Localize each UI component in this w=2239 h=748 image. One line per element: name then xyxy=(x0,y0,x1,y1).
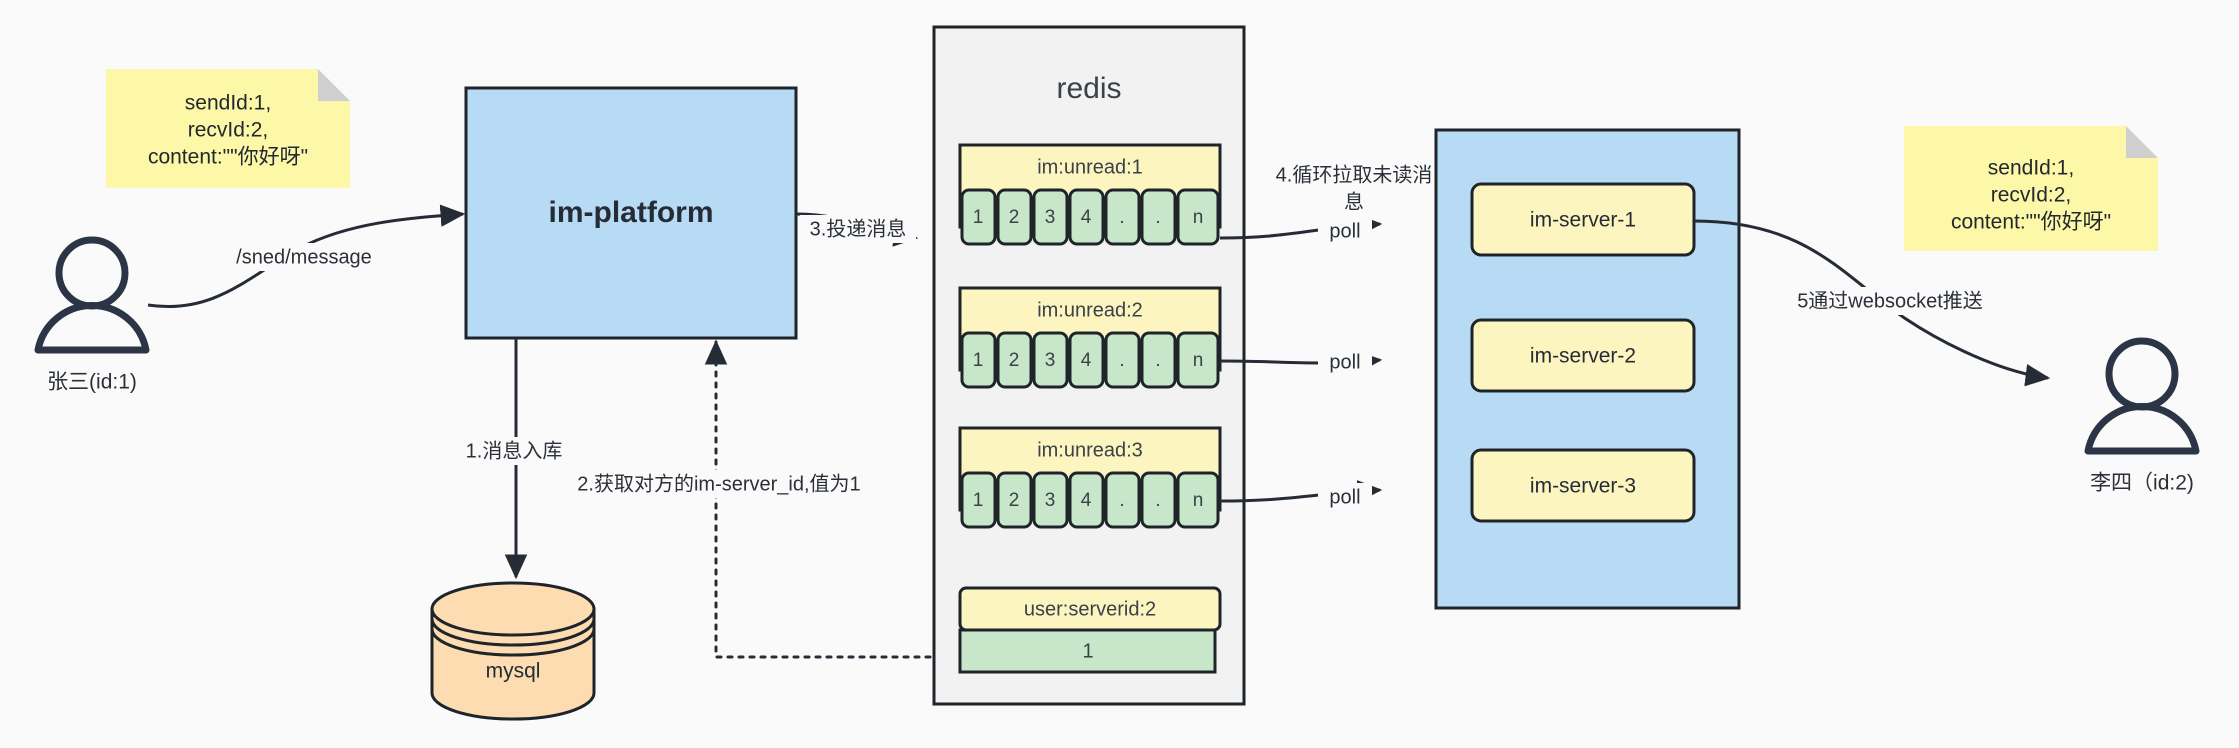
note-left-line2: recvId:2, xyxy=(188,119,269,142)
redis-cell-1-1: 2 xyxy=(1009,350,1020,371)
redis-cell-0-4: . xyxy=(1119,207,1124,228)
redis-cell-0-5: . xyxy=(1155,207,1160,228)
mysql-top xyxy=(430,581,596,637)
person-icon-body xyxy=(2084,403,2200,455)
redis-cell-2-2: 3 xyxy=(1045,490,1056,511)
edge-label-step3: 3.投递消息 xyxy=(810,217,907,240)
edge-label-bg xyxy=(1318,217,1372,245)
node-im-server-3[interactable]: im-server-3 xyxy=(1470,448,1696,523)
person-icon-head xyxy=(2105,337,2179,411)
edge-label-poll-1: poll xyxy=(1329,220,1360,242)
edge-label-step1: 1.消息入库 xyxy=(466,439,563,462)
im-server-2-box xyxy=(1470,318,1696,393)
redis-cells-1: 1 2 3 4 . . n xyxy=(960,331,1220,389)
node-im-server-2[interactable]: im-server-2 xyxy=(1470,318,1696,393)
im-server-2-label: im-server-2 xyxy=(1530,345,1636,368)
redis-cell-1-2: 3 xyxy=(1045,350,1056,371)
redis-kv-key-label: user:serverid:2 xyxy=(1024,598,1156,620)
redis-kv-value-box xyxy=(958,628,1217,674)
im-server-3-box xyxy=(1470,448,1696,523)
note-left-line1: sendId:1, xyxy=(185,92,271,115)
mysql-label: mysql xyxy=(486,660,541,683)
im-server-3-label: im-server-3 xyxy=(1530,475,1636,498)
edge-label-send-message: /sned/message xyxy=(236,246,372,268)
redis-key-label-0: im:unread:1 xyxy=(1037,156,1143,178)
node-im-server-1[interactable]: im-server-1 xyxy=(1470,182,1696,257)
redis-cell-1-4: . xyxy=(1119,350,1124,371)
actor-sender-label: 张三(id:1) xyxy=(47,371,137,394)
redis-key-label-2: im:unread:3 xyxy=(1037,439,1143,461)
node-server-group[interactable]: im-server-1 im-server-2 im-server-3 xyxy=(1434,128,1741,610)
redis-cells-2: 1 2 3 4 . . n xyxy=(960,471,1220,529)
edge-label-poll-2: poll xyxy=(1329,351,1360,373)
node-redis[interactable]: redis im:unread:1 1 2 3 4 . . n xyxy=(932,25,1246,706)
redis-key-block-1[interactable]: im:unread:2 1 2 3 4 . . n xyxy=(958,286,1222,389)
edge-label-bg xyxy=(1318,483,1372,511)
edge-label-step5: 5通过websocket推送 xyxy=(1797,289,1983,312)
redis-cell-0-6: n xyxy=(1193,207,1204,228)
redis-cell-2-3: 4 xyxy=(1081,490,1092,511)
note-right-line1: sendId:1, xyxy=(1988,157,2074,180)
redis-kv-value-label: 1 xyxy=(1082,640,1093,662)
edge-label-bg xyxy=(1786,287,1994,315)
edge-label-bg xyxy=(800,215,916,243)
person-icon-body xyxy=(34,302,150,354)
redis-cell-2-5: . xyxy=(1155,490,1160,511)
edge-get-server-id xyxy=(704,339,954,659)
im-server-1-label: im-server-1 xyxy=(1530,209,1636,232)
redis-cell-1-3: 4 xyxy=(1081,350,1092,371)
person-icon-head xyxy=(55,236,129,310)
redis-key-block-0[interactable]: im:unread:1 1 2 3 4 . . n xyxy=(958,143,1222,246)
actor-receiver-label: 李四（id:2) xyxy=(2090,472,2194,495)
edge-label-poll-3: poll xyxy=(1329,486,1360,508)
redis-cell-1-6: n xyxy=(1193,350,1204,371)
redis-cell-0-2: 3 xyxy=(1045,207,1056,228)
edge-label-bg xyxy=(570,470,868,498)
im-platform-label: im-platform xyxy=(549,196,714,229)
edge-label-step4-line2: 息 xyxy=(1344,190,1364,213)
redis-cell-2-6: n xyxy=(1193,490,1204,511)
im-platform-box xyxy=(464,86,798,340)
mysql-body xyxy=(430,607,596,721)
actor-sender[interactable]: 张三(id:1) xyxy=(34,236,150,394)
mysql-rim-1 xyxy=(430,618,596,647)
redis-cell-1-5: . xyxy=(1155,350,1160,371)
node-mysql[interactable]: mysql xyxy=(430,581,596,721)
mysql-rim-2 xyxy=(430,628,596,657)
redis-key-block-2[interactable]: im:unread:3 1 2 3 4 . . n xyxy=(958,426,1222,529)
note-left-line3: content:""你好呀" xyxy=(148,146,308,169)
edge-label-bg xyxy=(1318,348,1372,376)
redis-cells-0: 1 2 3 4 . . n xyxy=(960,188,1220,246)
edge-label-bg xyxy=(228,243,380,271)
redis-cell-0-0: 1 xyxy=(973,207,984,228)
redis-cell-0-3: 4 xyxy=(1081,207,1092,228)
redis-cell-2-1: 2 xyxy=(1009,490,1020,511)
edge-label-step2: 2.获取对方的im-server_id,值为1 xyxy=(577,472,860,495)
redis-kv-block[interactable]: user:serverid:2 1 xyxy=(958,586,1222,674)
edge-label-bg xyxy=(450,437,578,465)
redis-cell-2-0: 1 xyxy=(973,490,984,511)
note-right-line2: recvId:2, xyxy=(1991,184,2072,207)
message-payload-note-left: sendId:1, recvId:2, content:""你好呀" xyxy=(106,69,350,188)
redis-cell-1-0: 1 xyxy=(973,350,984,371)
redis-title: redis xyxy=(1056,72,1121,105)
redis-key-label-1: im:unread:2 xyxy=(1037,299,1143,321)
edge-label-step4-line1: 4.循环拉取未读消 xyxy=(1276,163,1433,186)
note-right-line3: content:""你好呀" xyxy=(1951,211,2111,234)
actor-receiver[interactable]: 李四（id:2) xyxy=(2084,337,2200,495)
message-payload-note-right: sendId:1, recvId:2, content:""你好呀" xyxy=(1904,126,2158,251)
node-im-platform[interactable]: im-platform xyxy=(464,86,798,340)
redis-cell-0-1: 2 xyxy=(1009,207,1020,228)
edge-label-bg xyxy=(1248,160,1464,218)
redis-cell-2-4: . xyxy=(1119,490,1124,511)
